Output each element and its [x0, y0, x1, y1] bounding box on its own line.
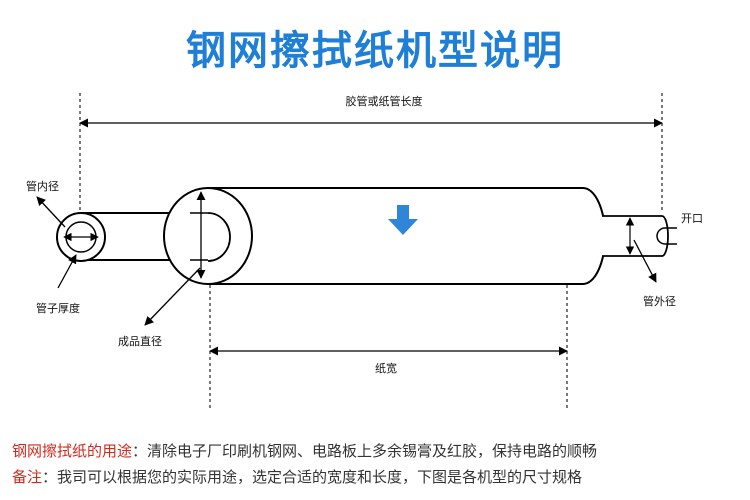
outer-diameter-label: 管外径 [643, 294, 676, 308]
paper-roll [163, 187, 606, 285]
outer-diameter-leader [633, 239, 657, 283]
note-key: 备注 [12, 468, 43, 486]
roll-diagram: 胶管或纸管长度 管内径 管子厚度 成品直径 纸宽 管外径 开口 [26, 93, 703, 408]
product-diameter-label: 成品直径 [118, 334, 162, 348]
length-label: 胶管或纸管长度 [346, 94, 423, 108]
down-arrow-icon [388, 205, 418, 235]
usage-text: ：清除电子厂印刷机钢网、电路板上多余锡膏及红胶，保持电路的顺畅 [132, 442, 598, 460]
right-shaft [602, 215, 677, 257]
inner-diameter-leader [36, 196, 66, 228]
usage-line: 钢网擦拭纸的用途：清除电子厂印刷机钢网、电路板上多余锡膏及红胶，保持电路的顺畅 [12, 440, 597, 461]
paper-width-label: 纸宽 [375, 361, 397, 375]
note-line: 备注：我司可以根据您的实际用途，选定合适的宽度和长度，下图是各机型的尺寸规格 [12, 466, 582, 487]
page-title: 钢网擦拭纸机型说明 [186, 28, 564, 74]
opening-label: 开口 [681, 212, 703, 225]
inner-diameter-label: 管内径 [26, 179, 59, 193]
wall-thickness-leader [57, 254, 77, 289]
usage-key: 钢网擦拭纸的用途 [12, 442, 133, 460]
roll-front-face [163, 187, 253, 285]
note-text: ：我司可以根据您的实际用途，选定合适的宽度和长度，下图是各机型的尺寸规格 [42, 468, 583, 486]
wall-thickness-label: 管子厚度 [36, 301, 80, 315]
product-diameter-leader [144, 267, 201, 326]
